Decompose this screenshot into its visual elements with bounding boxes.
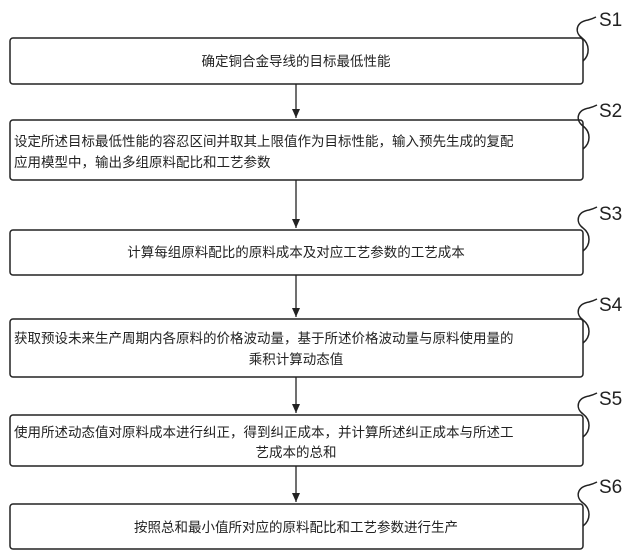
step-s5: 使用所述动态值对原料成本进行纠正，得到纠正成本，并计算所述纠正成本与所述工 艺成… <box>9 389 622 467</box>
step-text-line-1: 设定所述目标最低性能的容忍区间并取其上限值作为目标性能，输入预先生成的复配 <box>14 133 514 150</box>
connector-squiggle <box>577 206 598 252</box>
step-text: 确定铜合金导线的目标最低性能 <box>202 54 391 70</box>
step-id: S4 <box>599 295 623 316</box>
step-text-line-2: 艺成本的总和 <box>256 445 337 461</box>
step-text-line-2: 应用模型中，输出多组原料配比和工艺参数 <box>14 154 271 171</box>
step-s1: 确定铜合金导线的目标最低性能 S1 <box>9 10 622 85</box>
connector-squiggle <box>577 481 598 527</box>
step-text-line-1: 使用所述动态值对原料成本进行纠正，得到纠正成本，并计算所述纠正成本与所述工 <box>14 424 514 441</box>
step-box <box>9 318 584 378</box>
step-text-line-2: 乘积计算动态值 <box>249 352 344 368</box>
connector-squiggle <box>577 104 598 150</box>
step-s4: 获取预设未来生产周期内各原料的价格波动量，基于所述价格波动量与原料使用量的 乘积… <box>9 295 623 378</box>
step-id: S6 <box>599 477 622 498</box>
step-id: S1 <box>599 10 622 31</box>
step-box <box>9 503 584 550</box>
connector-squiggle <box>577 392 598 438</box>
step-s2: 设定所述目标最低性能的容忍区间并取其上限值作为目标性能，输入预先生成的复配 应用… <box>9 101 622 181</box>
step-s3: 计算每组原料配比的原料成本及对应工艺参数的工艺成本 S3 <box>9 204 622 276</box>
step-box <box>9 119 584 181</box>
connector-squiggle <box>577 298 598 344</box>
step-id: S2 <box>599 101 622 122</box>
connector-squiggle <box>576 16 597 62</box>
step-text-line-1: 获取预设未来生产周期内各原料的价格波动量，基于所述价格波动量与原料使用量的 <box>14 330 514 347</box>
step-text: 计算每组原料配比的原料成本及对应工艺参数的工艺成本 <box>127 244 465 261</box>
step-s6: 按照总和最小值所对应的原料配比和工艺参数进行生产 S6 <box>9 477 622 550</box>
step-id: S3 <box>599 204 622 225</box>
step-id: S5 <box>599 389 622 410</box>
step-text: 按照总和最小值所对应的原料配比和工艺参数进行生产 <box>134 519 458 536</box>
